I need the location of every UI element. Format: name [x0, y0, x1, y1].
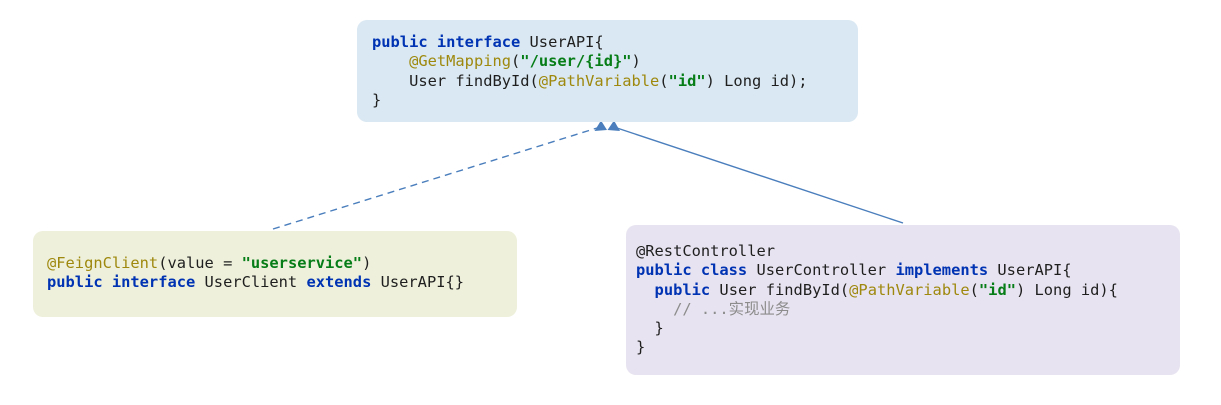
usercontroller-to-userapi-arrow — [616, 127, 904, 224]
code-token: @RestController — [636, 242, 775, 260]
code-token: (value = — [158, 254, 242, 272]
code-token — [636, 281, 655, 299]
code-token: ( — [511, 52, 521, 71]
code-token: public class — [636, 261, 757, 280]
code-token: UserClient — [204, 273, 307, 292]
code-token: @PathVariable — [538, 71, 660, 90]
code-line: } — [636, 338, 1170, 357]
code-token: @FeignClient — [47, 254, 159, 272]
code-token: UserAPI{} — [371, 273, 465, 292]
code-line: } — [372, 91, 843, 110]
userclient-feign-box: @FeignClient(value = "userservice")publi… — [33, 231, 517, 317]
code-token: public interface — [47, 273, 205, 292]
userapi-interface-box: public interface UserAPI{ @GetMapping("/… — [357, 20, 858, 122]
userclient-to-userapi-arrow — [272, 127, 598, 230]
code-token: // ...实现业务 — [673, 299, 791, 318]
code-line: public User findById(@PathVariable("id")… — [636, 281, 1170, 300]
arrowhead-icon — [594, 120, 607, 131]
code-token: "id" — [978, 280, 1016, 299]
code-token: extends — [306, 273, 372, 292]
code-token: UserController — [756, 261, 896, 280]
code-token: @GetMapping — [409, 52, 512, 71]
code-token: } — [636, 319, 664, 338]
code-token: public — [654, 280, 711, 299]
code-line: public class UserController implements U… — [636, 261, 1170, 280]
code-token — [372, 52, 409, 70]
code-token: ) — [631, 52, 641, 71]
code-token: implements — [895, 261, 989, 280]
code-line: @GetMapping("/user/{id}") — [372, 52, 843, 71]
code-token: User findById( — [710, 280, 850, 299]
code-token — [636, 300, 673, 318]
code-token: ) Long id){ — [1015, 280, 1118, 299]
code-token: "userservice" — [241, 254, 363, 272]
code-line: @FeignClient(value = "userservice") — [47, 254, 503, 273]
code-token: "/user/{id}" — [520, 52, 632, 71]
code-token: ( — [969, 280, 979, 299]
code-token: ( — [659, 71, 669, 90]
code-token: ) Long id); — [705, 71, 808, 90]
code-token: ) — [362, 254, 372, 272]
code-line: public interface UserAPI{ — [372, 33, 843, 52]
code-token: UserAPI{ — [988, 261, 1072, 280]
code-token: @PathVariable — [849, 280, 970, 299]
code-line: } — [636, 319, 1170, 338]
code-token: public interface — [372, 33, 530, 51]
code-token: UserAPI{ — [529, 33, 604, 51]
code-line: @RestController — [636, 242, 1170, 261]
code-line: public interface UserClient extends User… — [47, 273, 503, 292]
code-token: "id" — [668, 71, 706, 90]
code-line: // ...实现业务 — [636, 300, 1170, 319]
arrowhead-icon — [607, 120, 620, 131]
code-token: } — [636, 338, 646, 357]
code-token: } — [372, 90, 382, 109]
code-token: User findById( — [372, 71, 539, 90]
code-line: User findById(@PathVariable("id") Long i… — [372, 72, 843, 91]
